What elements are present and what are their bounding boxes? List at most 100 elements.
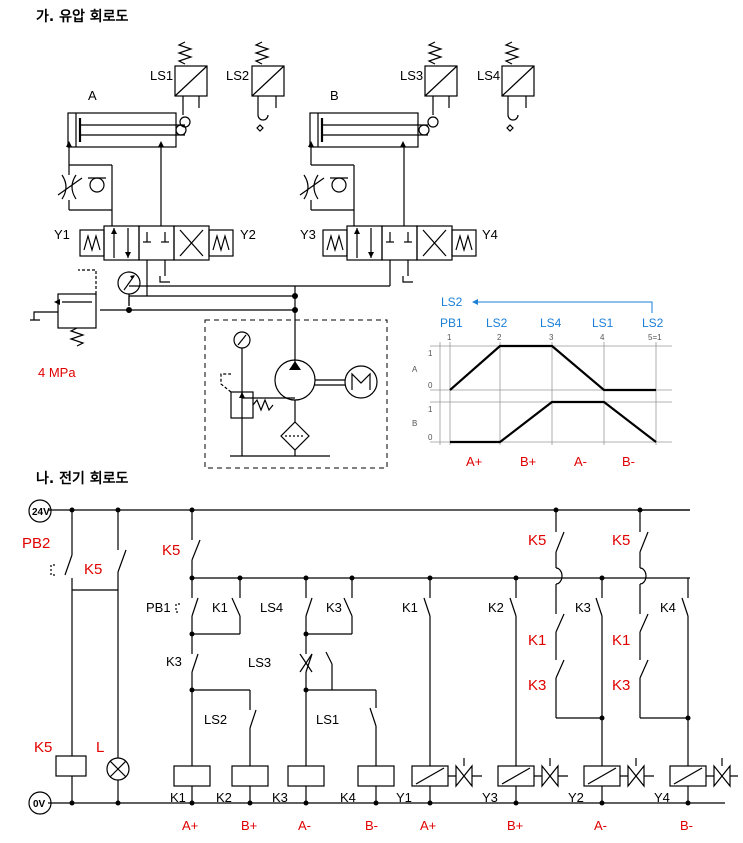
k5-chain-2-label: K5 (612, 532, 630, 549)
phase-label-4: B- (622, 454, 635, 469)
action-label-6: B+ (507, 818, 523, 833)
limit-switch-symbols (174, 41, 535, 132)
solenoid-y4 (669, 758, 738, 788)
action-label-3: A- (298, 818, 311, 833)
row-a-level-0: 0 (428, 381, 433, 390)
step-label-2: LS2 (486, 316, 508, 330)
y2-coil-label: Y2 (568, 790, 584, 805)
ls4-label: LS4 (477, 68, 500, 83)
y1-hydraulic-label: Y1 (54, 227, 70, 242)
row-b-level-1: 1 (428, 405, 433, 414)
supply-0v-label: 0V (33, 799, 46, 810)
k3-chain-1-label: K3 (528, 677, 546, 694)
k1-y1-label: K1 (402, 600, 418, 615)
step-label-5: LS2 (642, 316, 664, 330)
action-label-8: B- (680, 818, 693, 833)
cylinder-a-label: A (88, 88, 97, 103)
k3-chain-2-label: K3 (612, 677, 630, 694)
solenoid-y3 (497, 758, 568, 788)
y4-coil-label: Y4 (654, 790, 670, 805)
k3-hold-label: K3 (326, 600, 342, 615)
action-label-1: A+ (182, 818, 198, 833)
directional-valve-2 (322, 147, 477, 286)
hydraulic-circuit: A B (30, 41, 535, 469)
step-label-3: LS4 (540, 316, 562, 330)
cylinder-b (308, 112, 430, 148)
supply-24v-label: 24V (32, 507, 50, 518)
phase-label-1: A+ (466, 454, 482, 469)
step-label-4: LS1 (592, 316, 614, 330)
row-a-label: A (412, 365, 418, 374)
directional-valve-1 (79, 147, 234, 296)
k4-coil (357, 765, 395, 787)
pb1-label: PB1 (146, 600, 171, 615)
k5-seal-label: K5 (84, 561, 102, 578)
flow-control-valves (57, 147, 355, 226)
cylinder-b-label: B (330, 88, 339, 103)
k2-coil (231, 765, 269, 787)
step-number-1: 1 (447, 333, 452, 342)
cylinder-a (66, 112, 187, 148)
k1-coil-label: K1 (170, 790, 186, 805)
trace-a (449, 344, 656, 392)
k4-y4-label: K4 (660, 600, 676, 615)
k5-coil (55, 755, 87, 777)
timing-diagram: LS2 PB1 LS2 LS4 LS1 LS2 1 2 3 4 5=1 1 0 … (412, 295, 672, 469)
step-number-4: 4 (600, 333, 605, 342)
step-label-1: PB1 (440, 316, 463, 330)
k5-coil-label: K5 (34, 739, 52, 756)
k5-chain-1-label: K5 (528, 532, 546, 549)
k3-y2-label: K3 (575, 600, 591, 615)
step-number-3: 3 (549, 333, 554, 342)
ls1-contact-label: LS1 (316, 712, 339, 727)
ls3-contact-label: LS3 (248, 655, 271, 670)
k1-chain-1-label: K1 (528, 632, 546, 649)
action-label-4: B- (365, 818, 378, 833)
supply-lines (30, 269, 390, 365)
action-label-2: B+ (241, 818, 257, 833)
solenoid-y2 (583, 758, 654, 788)
ls3-label: LS3 (400, 68, 423, 83)
k2-coil-label: K2 (216, 790, 232, 805)
row-b-label: B (412, 419, 417, 428)
electric-section-title: 나. 전기 회로도 (36, 470, 128, 487)
k1-chain-2-label: K1 (612, 632, 630, 649)
y1-coil-label: Y1 (396, 790, 412, 805)
pb2-label: PB2 (22, 535, 50, 552)
trace-b (450, 400, 657, 444)
k4-coil-label: K4 (340, 790, 356, 805)
hydraulic-section-title: 가. 유압 회로도 (36, 9, 128, 25)
k3-interlock-label: K3 (166, 654, 182, 669)
electric-circuit: 24V 0V PB2 K5 K5 L K5 (22, 499, 738, 833)
k3-coil-label: K3 (272, 790, 288, 805)
phase-label-3: A- (574, 454, 587, 469)
ls4-contact-label: LS4 (260, 600, 283, 615)
step-number-2: 2 (497, 333, 502, 342)
ls2-contact-label: LS2 (204, 712, 227, 727)
row-a-level-1: 1 (428, 349, 433, 358)
k5-main-label: K5 (162, 542, 180, 559)
ls2-label: LS2 (226, 68, 249, 83)
y3-hydraulic-label: Y3 (300, 227, 316, 242)
phase-label-2: B+ (520, 454, 536, 469)
supply-24v-terminal (28, 499, 52, 523)
k1-hold-label: K1 (212, 600, 228, 615)
lamp-label: L (96, 739, 104, 756)
row-b-level-0: 0 (428, 433, 433, 442)
action-label-5: A+ (420, 818, 436, 833)
ls1-label: LS1 (150, 68, 173, 83)
y4-hydraulic-label: Y4 (482, 227, 498, 242)
k2-y3-label: K2 (488, 600, 504, 615)
k1-coil (173, 765, 211, 787)
step-number-5: 5=1 (648, 333, 662, 342)
timing-loop-label: LS2 (441, 295, 463, 309)
k3-coil (287, 765, 325, 787)
action-label-7: A- (594, 818, 607, 833)
supply-0v-terminal (28, 791, 52, 815)
power-unit (204, 319, 388, 469)
y3-coil-label: Y3 (482, 790, 498, 805)
pressure-setting-label: 4 MPa (38, 365, 76, 380)
solenoid-y1 (411, 758, 482, 788)
y2-hydraulic-label: Y2 (240, 227, 256, 242)
